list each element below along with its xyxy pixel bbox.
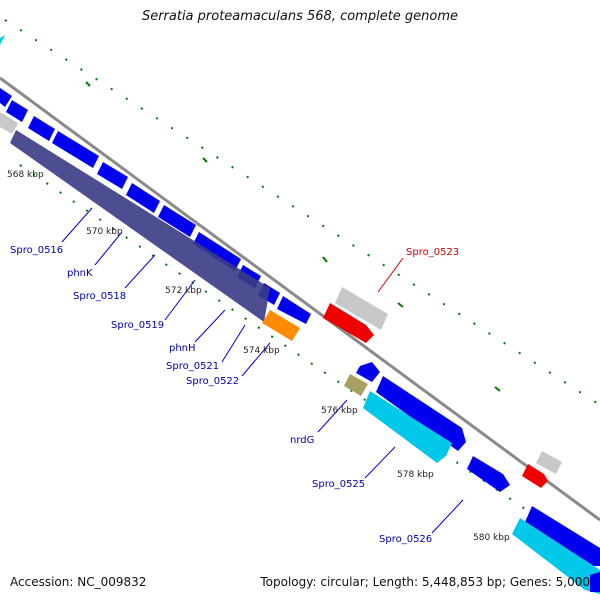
map-title: Serratia proteamaculans 568, complete ge… (141, 9, 459, 24)
gene-label-spro-0521[interactable]: Spro_0521 (166, 361, 219, 372)
label-leader-spro-0523 (377, 257, 404, 293)
topology-text: Topology: circular; Length: 5,448,853 bp… (260, 575, 590, 589)
ruler-label-568: 568 kbp (7, 170, 44, 180)
genome-backbone (0, 76, 600, 522)
cds-cyan-bottom-right (512, 518, 600, 594)
cds-arrow-mid (376, 376, 466, 451)
gene-label-spro-0523[interactable]: Spro_0523 (406, 247, 459, 258)
accession-text: Accession: NC_009832 (10, 575, 147, 589)
gene-label-spro-0526[interactable]: Spro_0526 (379, 534, 432, 545)
ruler-track (19, 164, 600, 561)
cds-fragment-topleft (0, 35, 5, 45)
ruler-label-572: 572 kbp (165, 286, 202, 296)
ruler-label-574: 574 kbp (243, 346, 280, 356)
gene-label-spro-0516[interactable]: Spro_0516 (10, 245, 63, 256)
cds-arrow-spro-0526 (467, 456, 510, 492)
ruler-label-578: 578 kbp (397, 470, 434, 480)
gene-label-spro-0519[interactable]: Spro_0519 (111, 320, 164, 331)
gene-label-phnH[interactable]: phnH (169, 343, 196, 354)
gene-label-spro-0522[interactable]: Spro_0522 (186, 376, 239, 387)
gene-label-phnK[interactable]: phnK (67, 268, 93, 279)
gene-spro-0525 (363, 391, 452, 463)
ruler-label-576: 576 kbp (321, 406, 358, 416)
other-feature-right (536, 451, 562, 474)
forward-strand-cds (0, 88, 311, 324)
cds-arrow-small (356, 362, 380, 382)
gene-nrdG (344, 374, 368, 396)
gene-spro-0522 (262, 310, 300, 341)
cds-edge-bottom-right (590, 572, 600, 592)
outer-tick-track (4, 19, 600, 406)
rna-feature-right (522, 464, 548, 488)
gene-label-nrdG[interactable]: nrdG (290, 435, 314, 446)
gene-label-spro-0518[interactable]: Spro_0518 (73, 291, 126, 302)
other-feature-left (0, 112, 18, 134)
outer-major-ticks (85, 81, 501, 392)
ruler-label-570: 570 kbp (86, 227, 123, 237)
ruler-label-580: 580 kbp (473, 533, 510, 543)
feature-spro-0523-grey (335, 287, 388, 330)
gene-spro-0523 (323, 303, 374, 343)
cds-bottom-right (525, 506, 600, 566)
gene-overlay-band (10, 130, 270, 322)
gene-label-spro-0525[interactable]: Spro_0525 (312, 479, 365, 490)
label-leaders (61, 207, 464, 534)
